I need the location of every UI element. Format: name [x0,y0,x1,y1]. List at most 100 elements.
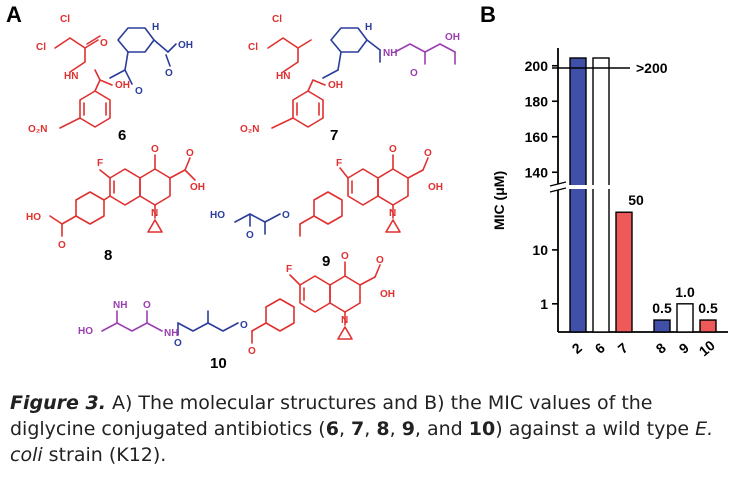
x-tick-label: 7 [615,339,631,356]
atom-ho: HO [210,210,225,221]
x-tick-label: 8 [653,339,669,356]
atom-o: O [100,38,108,49]
bar-break [614,185,634,189]
atom-n: N [151,208,158,219]
bar-2 [569,57,587,333]
atom-oh: OH [428,182,443,193]
caption-compound: 7 [351,418,365,440]
atom-o: O [341,251,349,262]
structures-panel: Cl Cl O HN OH O₂N OH O H O Cl Cl HN OH O… [26,14,460,372]
caption-compound: 10 [468,418,496,440]
atom-n: N [389,208,396,219]
atom-f: F [336,158,342,169]
atom-h: H [152,22,159,33]
x-tick-label: 9 [676,339,692,356]
atom-f: F [286,264,292,275]
axis-break-mark [549,187,567,193]
atom-nh: HN [64,71,78,82]
axis-break [550,184,566,190]
bar-break [591,185,611,189]
atom-cl: Cl [60,14,70,25]
y-tick-label: 160 [525,129,549,145]
atom-o: O [165,68,173,79]
atom-n: N [341,315,348,326]
atom-o: O [186,148,194,159]
caption-compound: 9 [401,418,415,440]
figure-caption: Figure 3. A) The molecular structures an… [10,390,730,468]
caption-text: strain (K12). [42,444,167,466]
atom-cl: Cl [248,42,258,53]
atom-o: O [424,148,432,159]
caption-sep: , [364,418,377,440]
atom-nh: NH [164,328,178,339]
atom-oh: OH [445,32,460,43]
caption-sep: , [389,418,402,440]
panel-a-label: A [6,2,22,27]
atom-o: O [248,346,256,357]
atom-f: F [97,158,103,169]
bar-7 [615,211,633,333]
panel-b-label: B [480,2,496,27]
atom-cl: Cl [272,14,282,25]
atom-nh: NH [113,300,127,311]
data-label: 0.5 [652,300,672,316]
caption-text: ) against a wild type [495,418,696,440]
atom-ho: HO [26,212,41,223]
compound-label-7: 7 [330,127,338,144]
figure-number: Figure 3. [10,392,106,414]
atom-ho: HO [78,326,93,337]
atom-o2n: O₂N [240,124,259,135]
atom-o: O [410,68,418,79]
data-label: 50 [628,192,644,208]
data-label: 0.5 [698,300,718,316]
caption-compound: 8 [376,418,390,440]
atom-oh: OH [190,182,205,193]
y-tick-label: 140 [525,164,549,180]
atom-o: O [174,338,182,349]
compound-label-9: 9 [322,253,330,270]
atom-o: O [389,144,397,155]
threshold-label: >200 [636,60,668,76]
atom-o: O [143,300,151,311]
atom-oh: OH [380,289,395,300]
compound-10-structure [101,261,381,344]
compound-9-structure [234,154,429,237]
bar-10 [699,319,717,333]
compound-6-structure [54,27,177,129]
atom-cl: Cl [36,42,46,53]
atom-oh: OH [328,80,343,91]
atom-nh: NH [383,48,397,59]
atom-o: O [376,255,384,266]
data-label: 1.0 [675,284,695,300]
caption-text: A) The molecular structures and B) the M… [10,392,653,440]
bar-break [568,185,588,189]
compound-label-6: 6 [118,127,126,144]
atom-h: H [365,22,372,33]
x-tick-label: 2 [569,339,585,356]
x-tick-label: 10 [696,337,718,359]
caption-species: E. coli [10,418,714,466]
compound-8-structure [49,154,196,237]
y-tick-label: 200 [525,58,549,74]
atom-o: O [58,240,66,251]
atom-oh: OH [115,80,130,91]
y-tick-label: 1 [540,296,548,312]
y-tick-label: 10 [532,242,548,258]
axis-break-mark [549,181,567,187]
atom-o: O [151,144,159,155]
bar-9 [676,303,694,333]
compound-7-structure [267,27,456,129]
atom-o: O [135,86,143,97]
atom-oh: OH [178,40,193,51]
atom-nh: HN [276,71,290,82]
atom-o: O [246,230,254,241]
x-tick-label: 6 [592,339,608,356]
caption-sep: , [338,418,352,440]
compound-label-8: 8 [104,247,112,264]
caption-sep: , and [414,418,469,440]
caption-compound: 6 [325,418,339,440]
atom-o: O [240,320,248,331]
y-tick-label: 180 [525,93,549,109]
y-axis-label: MIC (μM) [491,171,507,230]
